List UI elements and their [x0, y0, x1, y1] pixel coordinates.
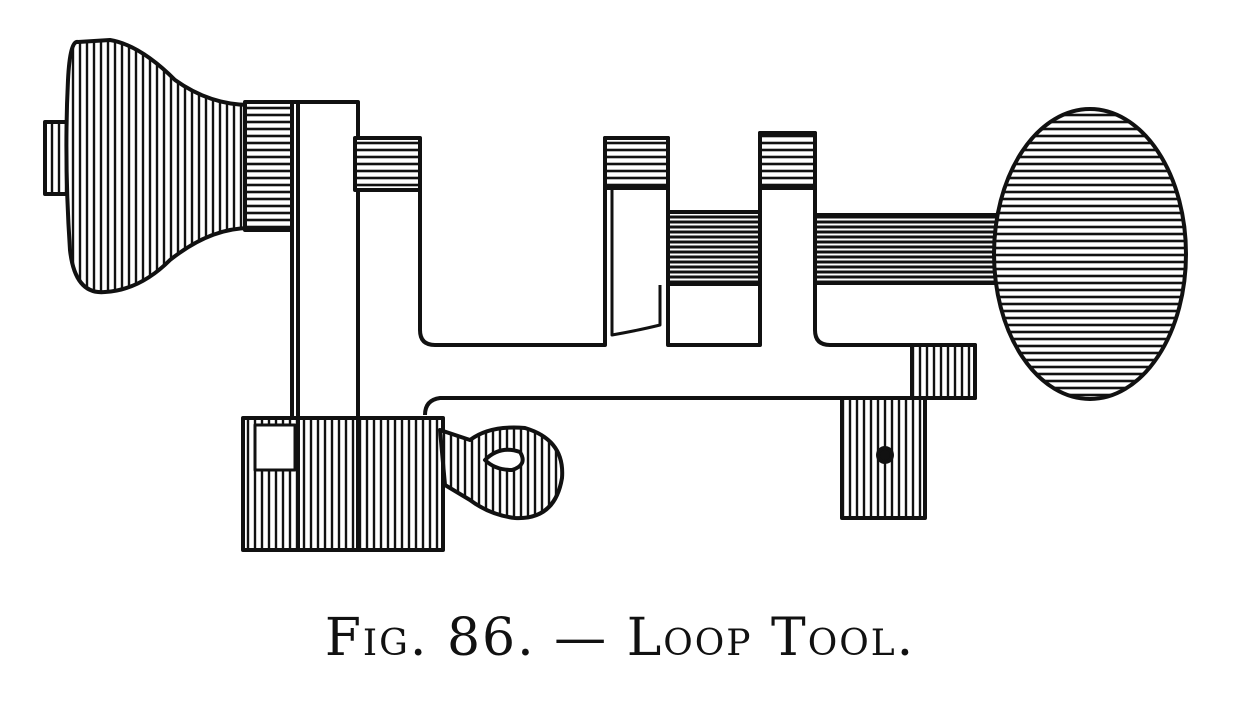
clamp-body	[243, 100, 422, 434]
loop-tool-illustration	[43, 38, 1188, 552]
hook	[438, 425, 565, 521]
roller	[241, 416, 445, 552]
lower-pin	[840, 396, 927, 520]
screw-thread	[666, 210, 999, 286]
right-knob	[992, 107, 1188, 401]
figure-caption: Fig. 86. — Loop Tool.	[324, 608, 916, 668]
frame	[418, 131, 977, 416]
left-handle	[43, 38, 252, 295]
